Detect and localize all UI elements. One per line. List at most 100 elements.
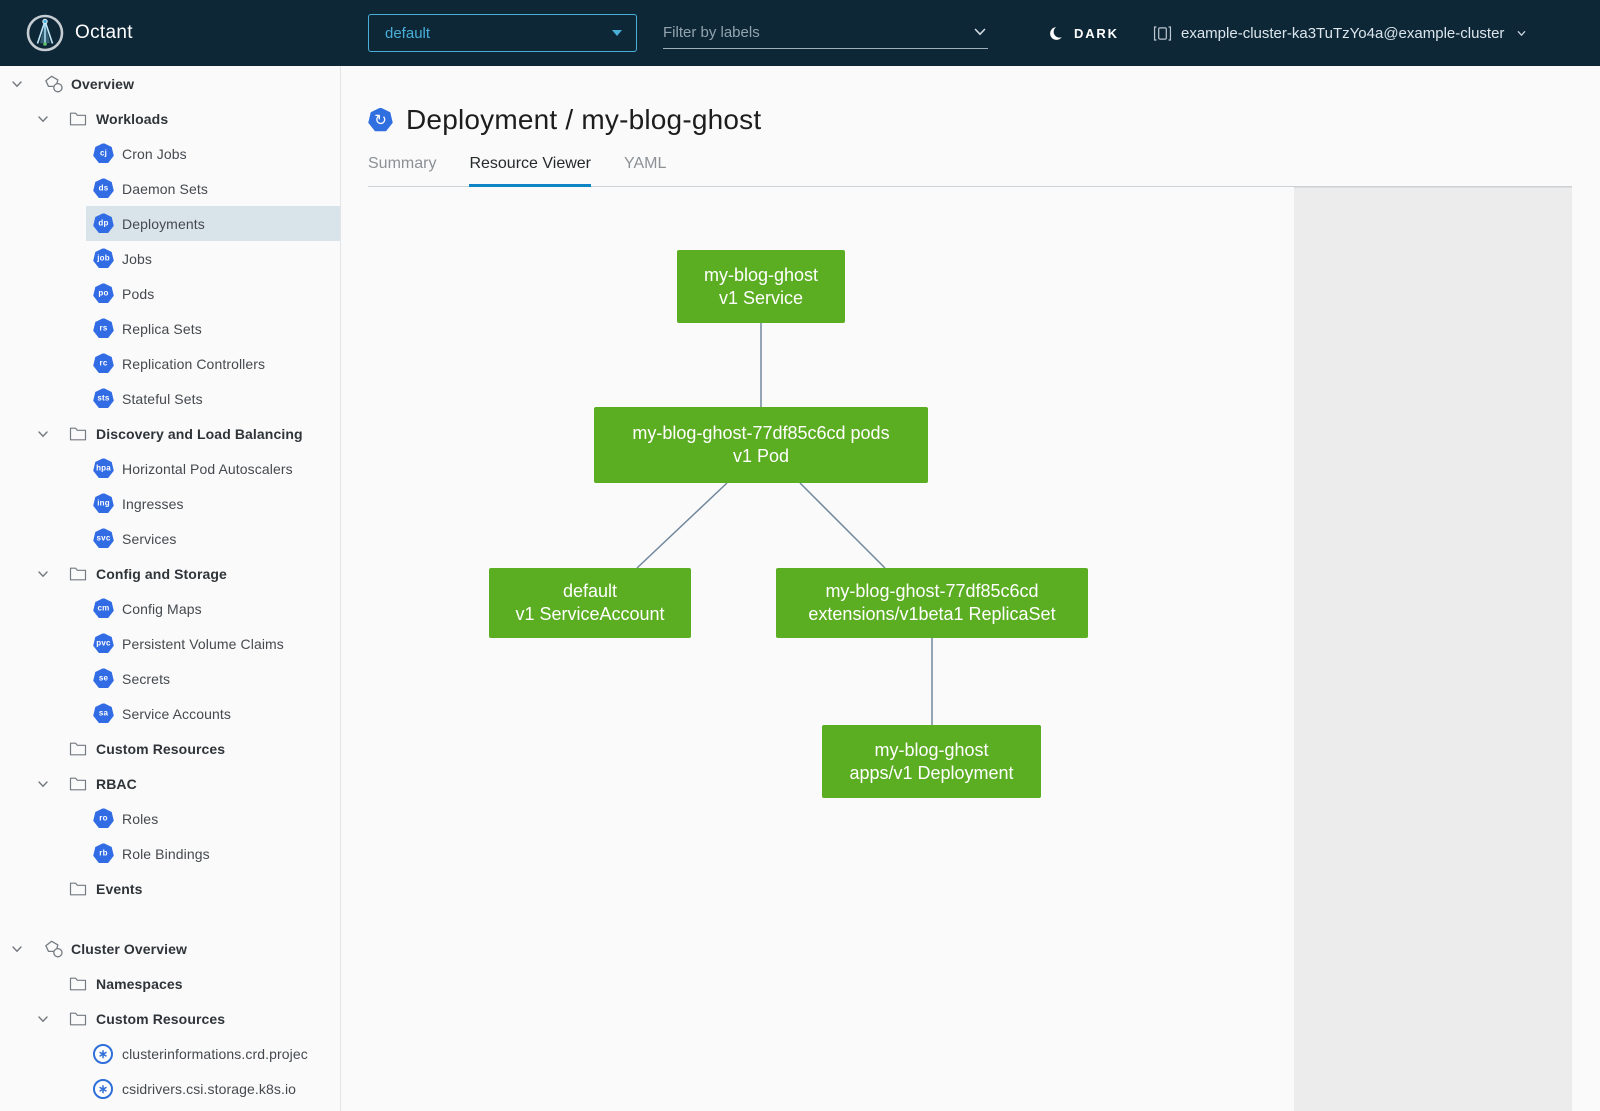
dropdown-caret-icon [612,30,622,36]
sidebar-item-label: Pods [122,285,155,302]
theme-toggle[interactable]: DARK [1048,0,1119,66]
svc-resource-icon: svc [93,528,114,548]
chevron-down-icon[interactable] [36,777,50,791]
sidebar-item-workloads[interactable]: Workloads [0,101,340,136]
sidebar-item-events[interactable]: Events [0,871,340,906]
tab-bar: Summary Resource Viewer YAML [368,155,666,187]
sidebar-item-horizontal-pod-autoscalers[interactable]: hpa Horizontal Pod Autoscalers [0,451,340,486]
sa-resource-icon: sa [93,703,114,723]
sidebar-item-label: Replication Controllers [122,355,266,372]
namespace-dropdown-value: default [385,24,431,42]
folder-icon [69,882,87,895]
sidebar-item-service-accounts[interactable]: sa Service Accounts [0,696,340,731]
graph-node-label: my-blog-ghost-77df85c6cd [825,581,1039,601]
sidebar-item-label: Roles [122,810,159,827]
page-title: Deployment / my-blog-ghost [406,104,762,135]
cluster-context-selector[interactable]: example-cluster-ka3TuTzYo4a@example-clus… [1153,0,1527,66]
folder-icon [69,567,87,580]
label-filter-input[interactable] [663,23,972,41]
hpa-resource-icon: hpa [93,458,114,478]
sidebar-item-csidrivers-csi-storage-k8s-io[interactable]: ∗csidrivers.csi.storage.k8s.io [0,1071,340,1106]
sidebar-item-persistent-volume-claims[interactable]: pvc Persistent Volume Claims [0,626,340,661]
folder-icon [69,742,87,755]
chevron-down-icon[interactable] [36,112,50,126]
ing-resource-icon: ing [93,493,114,513]
crd-resource-icon: ∗ [93,1043,113,1064]
graph-node-label: default [562,581,618,601]
chevron-down-icon[interactable] [10,942,24,956]
sidebar-item-label: Replica Sets [122,320,202,337]
tab-summary[interactable]: Summary [368,155,437,172]
app-header: Octant default DARK example-cluster-ka3T… [0,0,1600,66]
octant-logo-icon [26,14,64,52]
resource-viewer-side-panel [1294,187,1572,1111]
sidebar-item-config-and-storage[interactable]: Config and Storage [0,556,340,591]
sidebar-item-label: Persistent Volume Claims [122,635,284,652]
sidebar-item-label: Cron Jobs [122,145,187,162]
namespace-dropdown[interactable]: default [368,14,637,52]
sidebar-item-rbac[interactable]: RBAC [0,766,340,801]
chevron-down-icon[interactable] [36,427,50,441]
chevron-down-icon[interactable] [36,567,50,581]
dp-resource-icon: dp [93,213,114,233]
sidebar-item-label: Workloads [96,110,169,127]
cluster-icon [1153,25,1172,41]
sidebar-item-ingresses[interactable]: ing Ingresses [0,486,340,521]
sidebar-item-label: Jobs [122,250,152,267]
rs-resource-icon: rs [93,318,114,338]
graph-node-label: v1 Service [718,287,804,308]
graph-node-replicaset[interactable]: my-blog-ghost-77df85c6cd extensions/v1bet… [776,568,1088,638]
sidebar-item-cluster-overview[interactable]: Cluster Overview [0,931,340,966]
tab-yaml[interactable]: YAML [624,155,667,172]
sidebar-item-label: Services [122,530,177,547]
se-resource-icon: se [93,668,114,688]
pvc-resource-icon: pvc [93,633,114,653]
chevron-down-icon[interactable] [10,77,24,91]
rc-resource-icon: rc [93,353,114,373]
sidebar-item-namespaces[interactable]: Namespaces [0,966,340,1001]
sidebar-item-services[interactable]: svc Services [0,521,340,556]
sidebar-item-cron-jobs[interactable]: cj Cron Jobs [0,136,340,171]
main-content: ↻ Deployment / my-blog-ghost Summary Reso… [341,66,1600,1111]
deployment-icon: ↻ [368,107,393,132]
sidebar-item-clusterinformations-crd-projec[interactable]: ∗clusterinformations.crd.projec [0,1036,340,1071]
sidebar-item-label: RBAC [96,775,137,792]
sidebar-item-label: Ingresses [122,495,184,512]
sidebar-item-replication-controllers[interactable]: rc Replication Controllers [0,346,340,381]
graph-node-label: apps/v1 Deployment [849,762,1014,783]
sidebar-item-label: Custom Resources [96,1010,226,1027]
graph-node-label: my-blog-ghost [874,739,989,760]
folder-icon [69,977,87,990]
tab-resource-viewer[interactable]: Resource Viewer [469,155,591,187]
sidebar-item-label: Config Maps [122,600,202,617]
chevron-down-icon[interactable] [972,24,988,40]
sidebar-item-label: Config and Storage [96,565,227,582]
sidebar-item-custom-resources[interactable]: Custom Resources [0,1001,340,1036]
graph-node-label: extensions/v1beta1 ReplicaSet [808,604,1056,624]
sidebar-item-overview[interactable]: Overview [0,66,340,101]
sidebar-item-label: Service Accounts [122,705,231,722]
cj-resource-icon: cj [93,143,114,163]
sidebar-item-roles[interactable]: ro Roles [0,801,340,836]
chevron-down-icon[interactable] [36,1012,50,1026]
sidebar-item-label: Horizontal Pod Autoscalers [122,460,293,477]
sts-resource-icon: sts [93,388,114,408]
applications-icon [45,75,63,92]
sidebar-item-replica-sets[interactable]: rs Replica Sets [0,311,340,346]
sidebar-item-custom-resources[interactable]: Custom Resources [0,731,340,766]
ro-resource-icon: ro [93,808,114,828]
sidebar-item-discovery-and-load-balancing[interactable]: Discovery and Load Balancing [0,416,340,451]
